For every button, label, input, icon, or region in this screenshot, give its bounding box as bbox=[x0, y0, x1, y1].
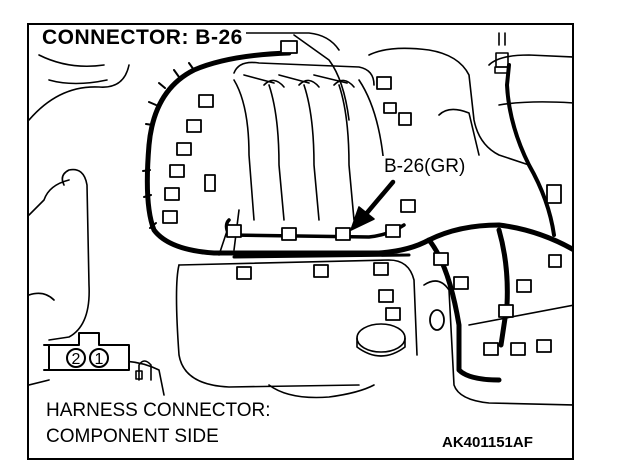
diagram-frame: 2 1 CONNECTOR: B-26 B-26(GR) HARNESS CON… bbox=[27, 23, 574, 460]
harness-tape-marks bbox=[142, 62, 195, 229]
pin-1-label: 1 bbox=[95, 351, 104, 368]
harness-caption-line-1: HARNESS CONNECTOR: bbox=[46, 400, 271, 421]
fuel-line-fitting bbox=[494, 32, 510, 74]
engine-bay-illustration: 2 1 bbox=[29, 31, 572, 406]
callout-arrow bbox=[350, 179, 396, 231]
pin-2-label: 2 bbox=[72, 351, 81, 368]
oil-filler-cap bbox=[356, 323, 406, 357]
harness-connectors bbox=[162, 40, 562, 356]
harness-caption-line-2: COMPONENT SIDE bbox=[46, 426, 219, 447]
figure-code: AK401151AF bbox=[442, 434, 533, 451]
connector-title: CONNECTOR: B-26 bbox=[39, 26, 246, 50]
connector-inset: 2 1 bbox=[43, 332, 130, 371]
intake-manifold-runners bbox=[233, 61, 385, 221]
engine-outline bbox=[29, 31, 572, 406]
connector-callout-label: B-26(GR) bbox=[382, 156, 468, 178]
sensor-connector bbox=[135, 360, 152, 381]
